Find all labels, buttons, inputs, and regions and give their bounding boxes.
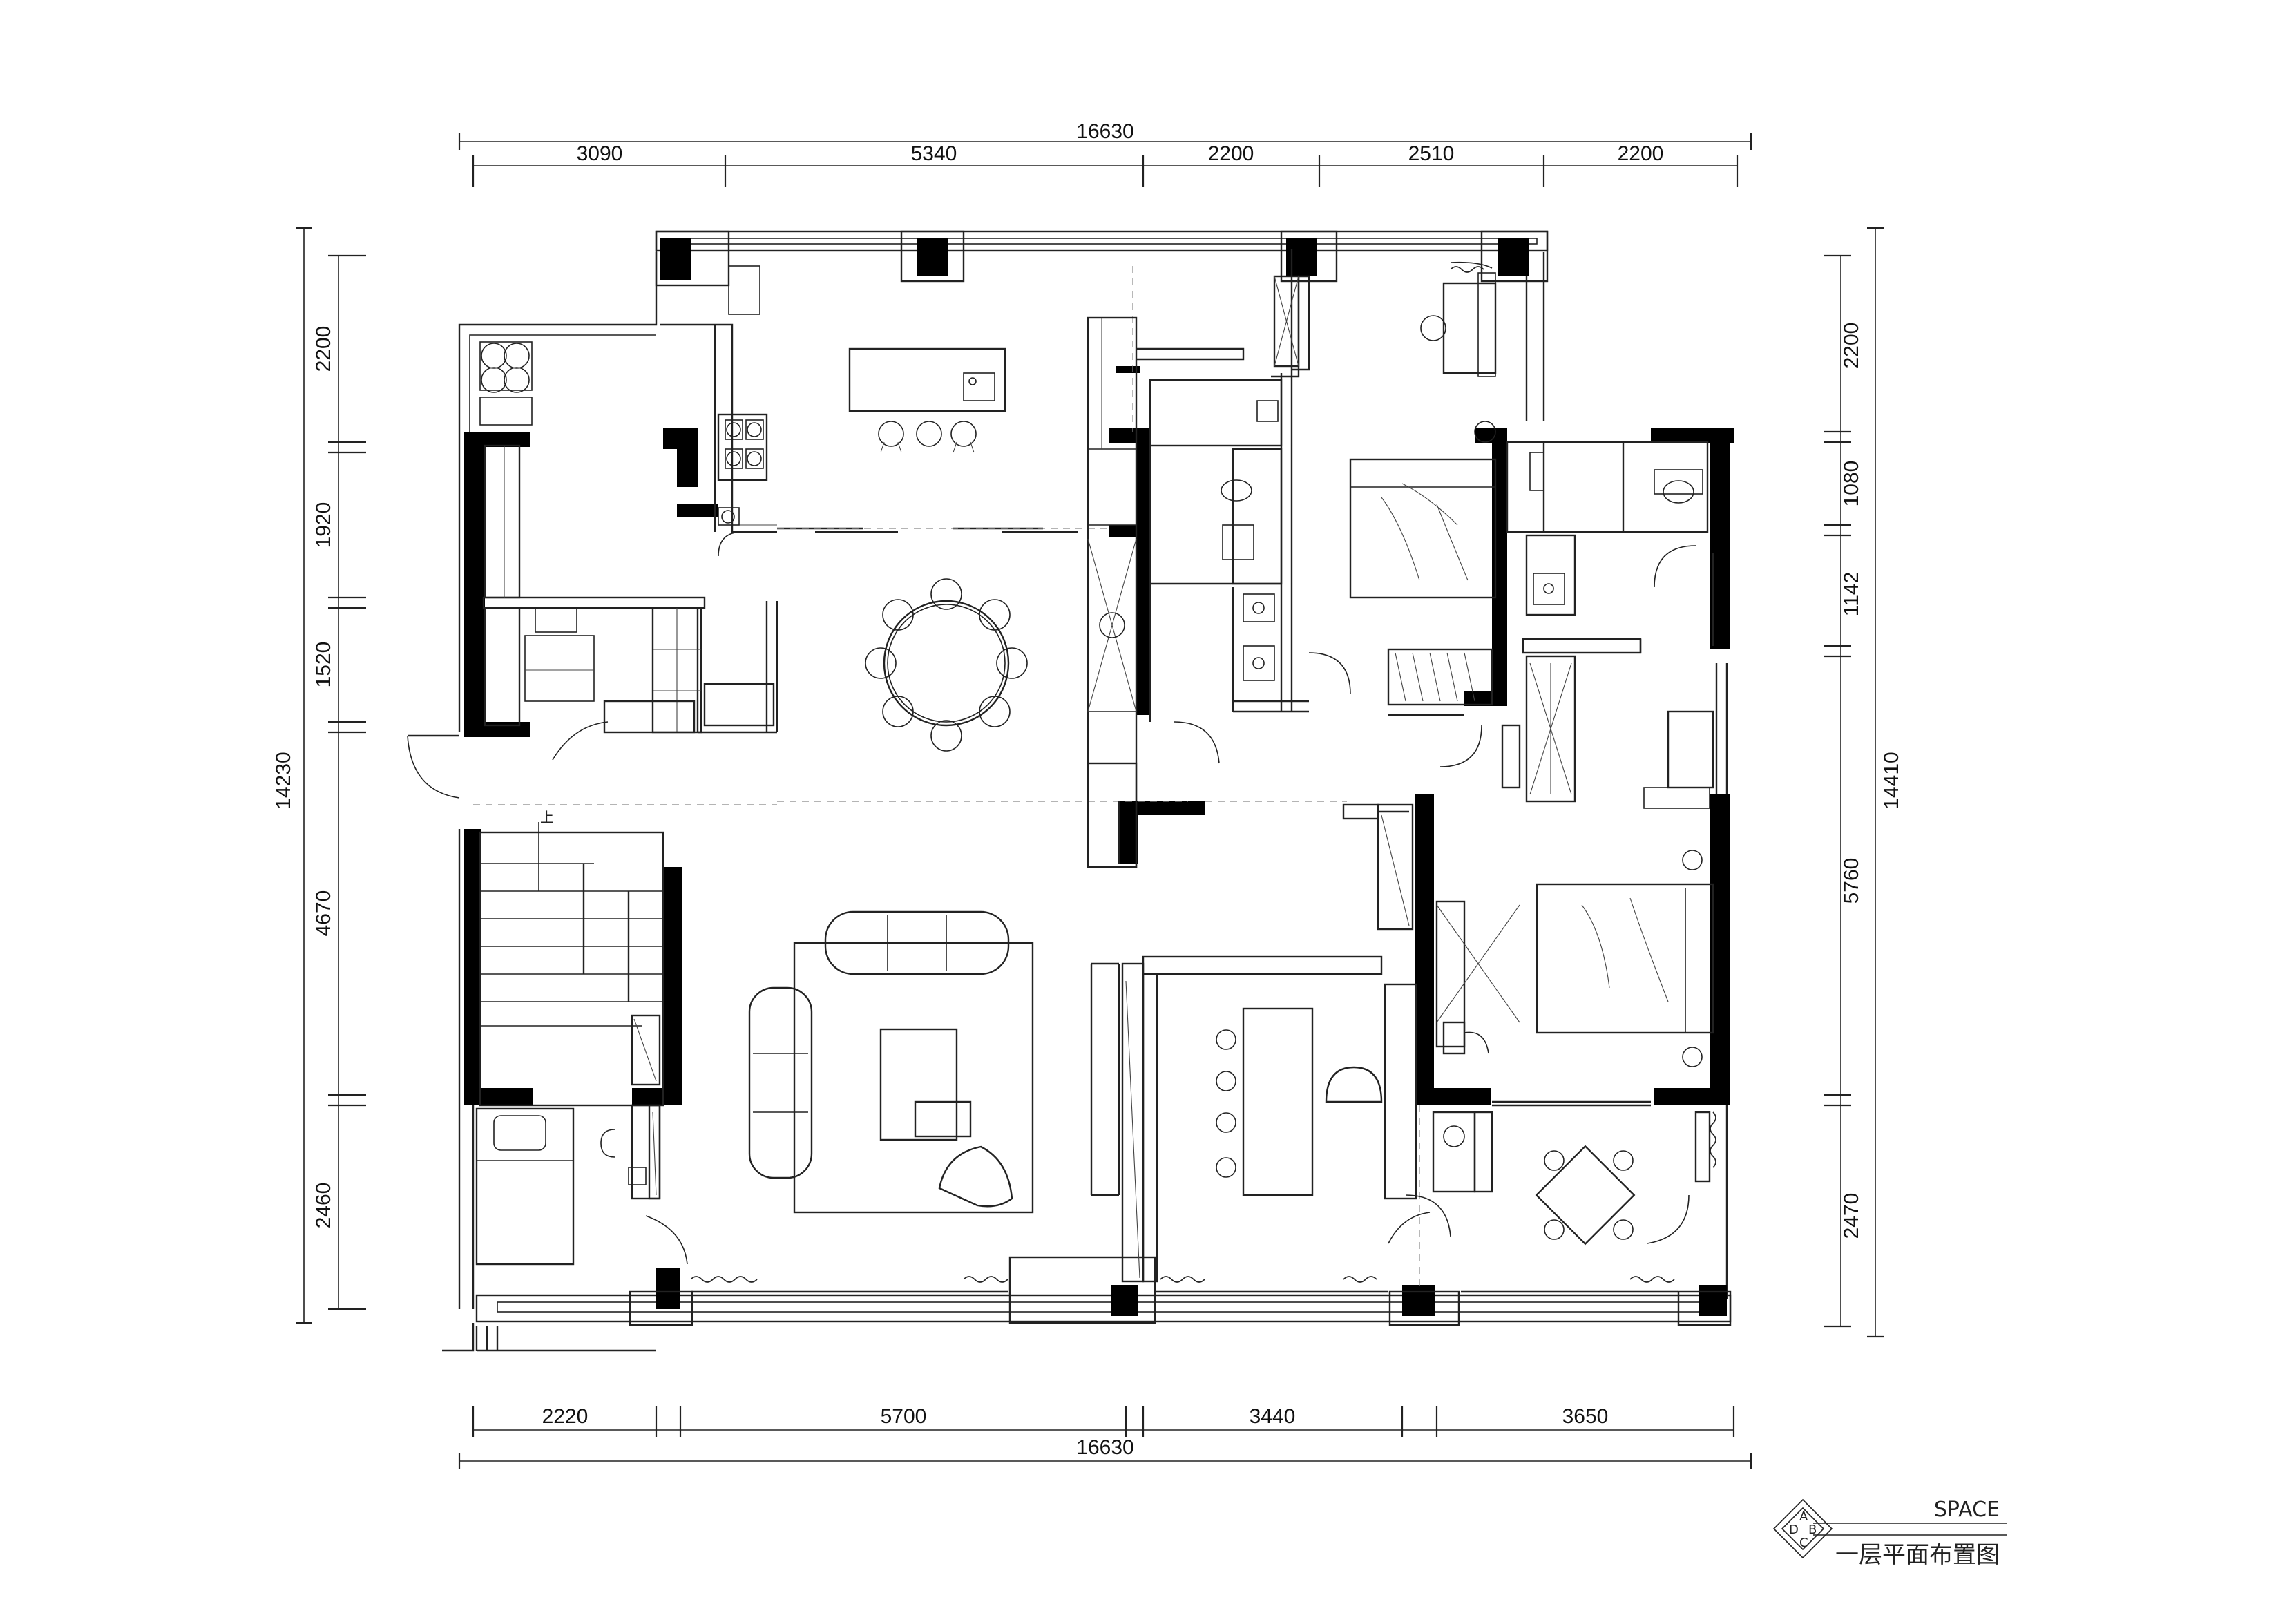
exterior-outline (442, 230, 1732, 1352)
top-total-dim: 16630 (1076, 120, 1133, 143)
bottom-dim-1: 2220 (542, 1405, 589, 1428)
compass-letter-b: B (1808, 1523, 1817, 1537)
top-dim-1: 3090 (577, 142, 623, 165)
left-dim-3: 1520 (312, 642, 335, 688)
left-dim-5: 2460 (312, 1183, 335, 1229)
dimension-top: 16630 3090 5340 2200 2510 2200 (458, 120, 1752, 187)
left-dim-2: 1920 (312, 502, 335, 548)
dimension-right: 14410 2200 1080 1142 5760 2470 (1824, 227, 1903, 1338)
top-dim-5: 2200 (1618, 142, 1664, 165)
interior-partitions: 上 (407, 249, 1716, 1293)
right-dim-5: 2470 (1840, 1193, 1863, 1239)
right-dim-2: 1080 (1840, 461, 1863, 507)
dimension-left: 14230 2200 1920 1520 4670 2460 (272, 227, 366, 1324)
compass-letter-d: D (1789, 1523, 1799, 1537)
left-dim-1: 2200 (312, 326, 335, 372)
title-block: A B C D SPACE 一层平面布置图 (1772, 1498, 2007, 1569)
right-total-dim: 14410 (1880, 752, 1903, 809)
space-label: SPACE (1934, 1498, 2000, 1522)
structural-walls (464, 230, 1734, 1326)
top-dim-3: 2200 (1208, 142, 1254, 165)
compass-letter-c: C (1799, 1536, 1808, 1550)
left-total-dim: 14230 (272, 752, 295, 809)
right-dim-1: 2200 (1840, 323, 1863, 369)
compass-letter-a: A (1799, 1509, 1808, 1524)
left-dim-4: 4670 (312, 890, 335, 937)
dimension-bottom: 2220 5700 3440 3650 16630 (458, 1405, 1752, 1469)
right-dim-3: 1142 (1840, 572, 1863, 617)
top-dim-2: 5340 (911, 142, 957, 165)
bottom-dim-3: 3440 (1250, 1405, 1296, 1428)
bottom-dim-4: 3650 (1562, 1405, 1609, 1428)
top-dim-4: 2510 (1408, 142, 1455, 165)
drawing-title: 一层平面布置图 (1835, 1541, 2000, 1569)
compass-icon: A B C D (1772, 1498, 1833, 1559)
stair-up-label: 上 (540, 809, 554, 826)
bottom-total-dim: 16630 (1076, 1436, 1133, 1459)
right-dim-4: 5760 (1840, 858, 1863, 904)
bottom-dim-2: 5700 (881, 1405, 927, 1428)
